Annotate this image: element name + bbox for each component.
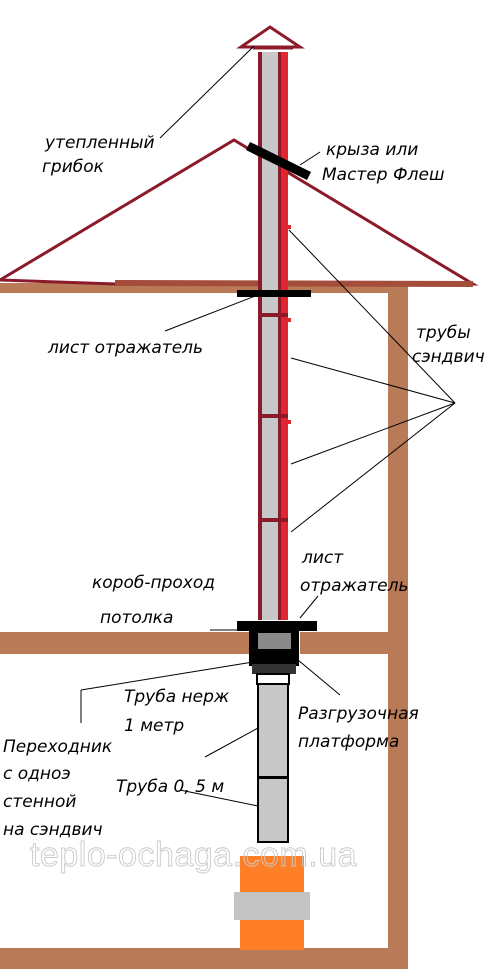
- label-adapter: Переходник: [3, 737, 113, 757]
- roof: [0, 138, 479, 287]
- label-ceiling-box-2: потолка: [100, 608, 173, 628]
- label-adapter-4: на сэндвич: [3, 820, 103, 840]
- label-cap: утепленный: [44, 133, 155, 153]
- bottom-floor: [0, 948, 408, 969]
- right-wall: [388, 283, 408, 969]
- label-sandwich-2: сэндвич: [412, 347, 485, 367]
- label-adapter-3: стенной: [3, 792, 76, 812]
- label-pipe-1m: Труба нерж: [124, 687, 230, 707]
- leader-lines: [80, 45, 456, 807]
- label-pipe-1m-2: 1 метр: [124, 716, 184, 736]
- reflector-top: [237, 290, 311, 297]
- ceiling-slab-right: [300, 632, 408, 654]
- building-structure: [0, 283, 408, 969]
- label-reflector-top: лист отражатель: [47, 338, 203, 358]
- label-ceiling-box: короб-проход: [92, 573, 215, 593]
- ceiling-box: [237, 621, 317, 674]
- label-roof-seal: кpыза или: [326, 140, 418, 160]
- label-roof-seal-2: Мастер Флеш: [322, 165, 445, 185]
- watermark: teplo-ochaga.com.ua: [30, 836, 357, 874]
- cap: [236, 25, 305, 50]
- label-reflector-bottom: лист: [301, 548, 344, 568]
- labels: утепленный грибок кpыза или Мастер Флеш …: [3, 133, 485, 840]
- label-sandwich: трубы: [416, 323, 471, 343]
- label-cap-2: грибок: [42, 157, 105, 177]
- label-reflector-bottom-2: отражатель: [300, 576, 409, 596]
- single-pipe: [256, 673, 290, 843]
- ceiling-slab-left: [0, 632, 250, 654]
- attic-floor: [0, 283, 408, 293]
- stove: [234, 856, 310, 950]
- sandwich-pipe: [258, 52, 291, 620]
- roof-seal: [246, 141, 311, 181]
- label-pipe-05: Труба 0, 5 м: [116, 777, 224, 797]
- label-adapter-2: с однoэ: [3, 764, 71, 784]
- label-unload: Разгрузочная: [298, 704, 419, 724]
- label-unload-2: платформа: [298, 732, 399, 752]
